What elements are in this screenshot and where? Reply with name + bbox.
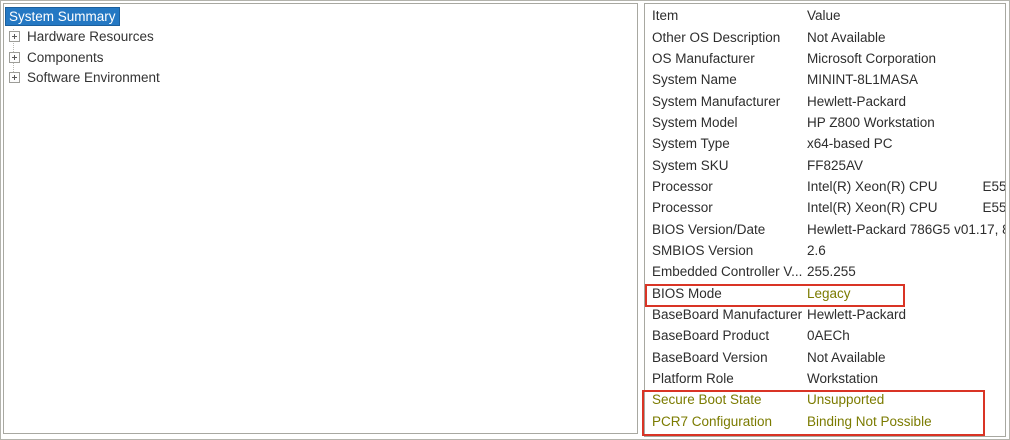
value-cell: MININT-8L1MASA	[807, 72, 919, 88]
item-cell: Processor	[652, 178, 713, 194]
tree-item-label: System Summary	[5, 6, 120, 26]
item-cell: System Type	[652, 136, 730, 152]
expand-plus-icon[interactable]	[9, 72, 20, 84]
item-cell: System Name	[652, 72, 737, 88]
item-cell: Processor	[652, 200, 713, 216]
table-row[interactable]: OS Manufacturer Microsoft Corporation	[645, 48, 1005, 69]
table-row[interactable]: Embedded Controller V... 255.255	[645, 261, 1005, 282]
item-cell: Platform Role	[652, 371, 734, 387]
value-cell: FF825AV	[807, 157, 864, 173]
value-cell: Binding Not Possible	[807, 413, 932, 429]
table-row[interactable]: BaseBoard Product 0AECh	[645, 325, 1005, 346]
table-row[interactable]: BaseBoard Manufacturer Hewlett-Packard	[645, 304, 1005, 325]
value-cell: Hewlett-Packard	[807, 93, 907, 109]
column-header-value[interactable]: Value	[807, 8, 841, 24]
tree-item[interactable]: Components	[4, 47, 637, 68]
item-cell: Other OS Description	[652, 29, 781, 45]
item-cell: BaseBoard Manufacturer	[652, 306, 803, 322]
tree-item[interactable]: Hardware Resources	[4, 27, 637, 48]
table-row[interactable]: Processor Intel(R) Xeon(R) CPU E5506	[645, 176, 1005, 197]
item-cell: BaseBoard Version	[652, 349, 768, 365]
expand-plus-icon[interactable]	[9, 31, 20, 43]
table-row[interactable]: PCR7 Configuration Binding Not Possible	[645, 411, 1005, 432]
item-cell: PCR7 Configuration	[652, 413, 773, 429]
value-cell: Workstation	[807, 371, 879, 387]
item-cell: SMBIOS Version	[652, 242, 754, 258]
value-cell: Not Available	[807, 29, 886, 45]
table-row[interactable]: System Manufacturer Hewlett-Packard	[645, 90, 1005, 111]
tree-item-label: Components	[27, 49, 104, 65]
value-cell: Hewlett-Packard 786G5 v01.17, 8/	[807, 221, 1005, 237]
table-row[interactable]: System Model HP Z800 Workstation	[645, 112, 1005, 133]
table-row[interactable]: System Type x64-based PC	[645, 133, 1005, 154]
item-cell: Secure Boot State	[652, 392, 762, 408]
table-row[interactable]: Processor Intel(R) Xeon(R) CPU E5506	[645, 197, 1005, 218]
item-cell: Embedded Controller V...	[652, 264, 803, 280]
item-cell: BIOS Mode	[652, 285, 722, 301]
value-cell: Legacy	[807, 285, 851, 301]
value-cell: Unsupported	[807, 392, 885, 408]
table-row[interactable]: System Name MININT-8L1MASA	[645, 69, 1005, 90]
column-header-item[interactable]: Item	[652, 8, 679, 24]
table-row[interactable]: BIOS Mode Legacy	[645, 282, 1005, 303]
tree-item[interactable]: Software Environment	[4, 68, 637, 89]
value-cell: Intel(R) Xeon(R) CPU E5506	[807, 200, 1005, 216]
value-cell: 255.255	[807, 264, 856, 280]
tree-item-label: Software Environment	[27, 70, 160, 86]
item-cell: System SKU	[652, 157, 729, 173]
table-row[interactable]: System SKU FF825AV	[645, 154, 1005, 175]
item-cell: System Model	[652, 114, 738, 130]
item-cell: OS Manufacturer	[652, 50, 755, 66]
details-panel: Item Value Other OS Description Not Avai…	[644, 3, 1006, 437]
category-tree-panel: System Summary Hardware Resources Compon…	[3, 3, 638, 434]
table-row[interactable]: Secure Boot State Unsupported	[645, 389, 1005, 410]
value-cell: Intel(R) Xeon(R) CPU E5506	[807, 178, 1005, 194]
table-row[interactable]: Platform Role Workstation	[645, 368, 1005, 389]
table-row[interactable]: SMBIOS Version 2.6	[645, 240, 1005, 261]
item-cell: System Manufacturer	[652, 93, 781, 109]
item-cell: BIOS Version/Date	[652, 221, 766, 237]
item-cell: BaseBoard Product	[652, 328, 770, 344]
tree-list: System Summary Hardware Resources Compon…	[4, 6, 637, 88]
value-cell: Microsoft Corporation	[807, 50, 937, 66]
value-cell: 0AECh	[807, 328, 850, 344]
value-cell: HP Z800 Workstation	[807, 114, 935, 130]
value-cell: x64-based PC	[807, 136, 893, 152]
value-cell: Not Available	[807, 349, 886, 365]
value-cell: Hewlett-Packard	[807, 306, 907, 322]
tree-item[interactable]: System Summary	[4, 6, 637, 27]
expand-plus-icon[interactable]	[9, 51, 20, 63]
table-row[interactable]: Other OS Description Not Available	[645, 26, 1005, 47]
table-row[interactable]: BIOS Version/Date Hewlett-Packard 786G5 …	[645, 218, 1005, 239]
tree-item-label: Hardware Resources	[27, 29, 154, 45]
details-rows: Other OS Description Not Available OS Ma…	[645, 26, 1005, 432]
column-header-row: Item Value	[645, 5, 1005, 26]
table-row[interactable]: BaseBoard Version Not Available	[645, 347, 1005, 368]
value-cell: 2.6	[807, 242, 826, 258]
